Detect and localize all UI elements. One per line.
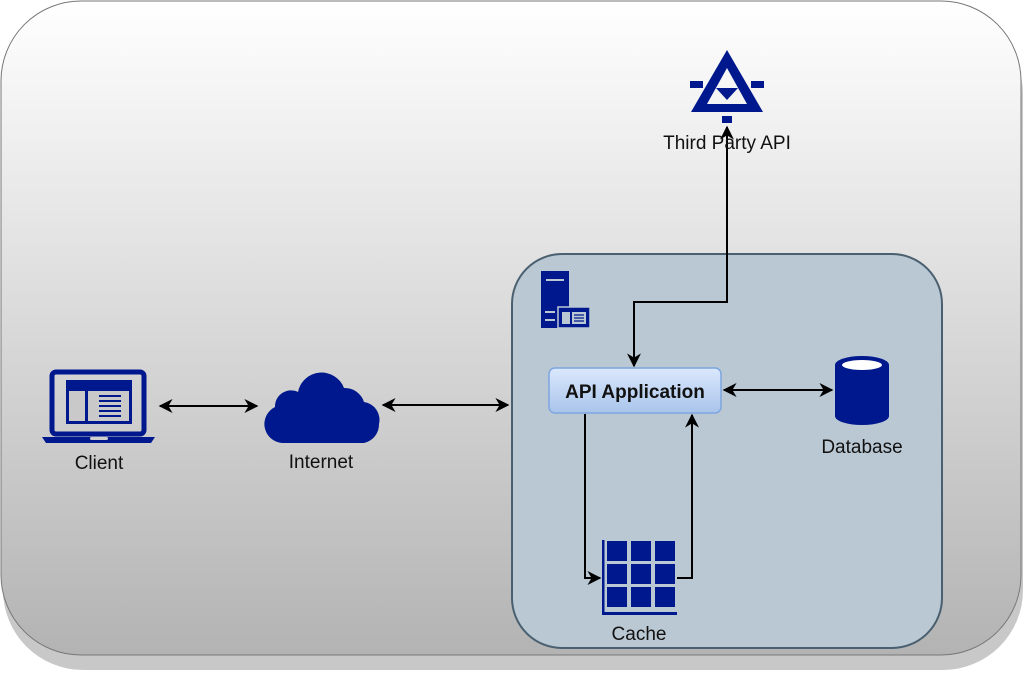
edge-third-party-api [627,125,734,368]
triangle-api-icon [690,50,764,123]
cache-node[interactable]: Cache [602,540,677,645]
client-label: Client [75,453,124,474]
grid-icon [602,540,677,615]
cloud-icon [264,372,380,443]
third-party-api-node[interactable]: Third Party API [663,50,791,154]
database-icon [835,356,889,425]
server-icon [541,271,591,329]
api-application-label: API Application [565,382,705,403]
database-label: Database [821,437,902,458]
third-party-api-label: Third Party API [663,133,791,154]
laptop-icon [42,369,155,443]
database-node[interactable]: Database [821,356,903,458]
cache-label: Cache [612,624,667,645]
api-application-node[interactable]: API Application [548,367,722,414]
edge-api-cache [584,414,602,585]
internet-label: Internet [289,452,354,473]
internet-node[interactable]: Internet [264,372,380,473]
client-node[interactable]: Client [42,369,155,474]
edge-cache-api [677,413,699,579]
